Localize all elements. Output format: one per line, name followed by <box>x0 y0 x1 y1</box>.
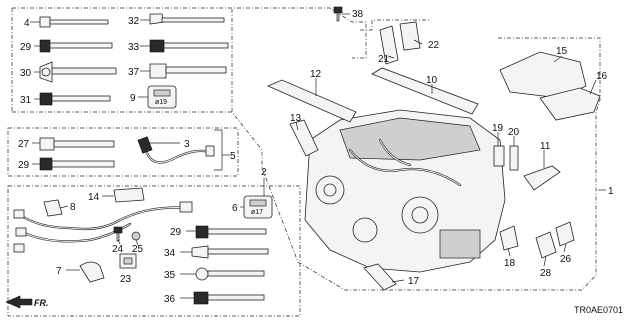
label-28: 28 <box>540 268 552 279</box>
label-29-lower: 29 <box>170 227 182 238</box>
clip-18 <box>499 225 519 251</box>
bracket-10 <box>371 67 479 115</box>
grommet-6 <box>243 195 273 219</box>
label-34: 34 <box>164 248 176 259</box>
label-10: 10 <box>426 75 438 86</box>
label-6: 6 <box>232 203 238 214</box>
holder-23 <box>119 253 137 269</box>
label-2: 2 <box>261 167 267 178</box>
label-33: 33 <box>128 42 140 53</box>
clip-29-upper <box>39 39 113 53</box>
label-13: 13 <box>290 113 302 124</box>
label-32: 32 <box>128 16 140 27</box>
label-26: 26 <box>560 254 572 265</box>
label-15: 15 <box>556 46 568 57</box>
nut-25 <box>131 231 141 241</box>
size-mark-9: ø19 <box>155 99 167 106</box>
clip-7 <box>79 261 105 283</box>
label-23: 23 <box>120 274 132 285</box>
front-direction-arrow <box>5 295 33 309</box>
bracket-12 <box>266 79 357 123</box>
clip-29-lower <box>195 225 267 239</box>
callout-labels: 4 29 30 31 32 33 37 9 ø19 27 29 3 5 2 8 … <box>18 9 623 315</box>
label-1: 1 <box>608 186 614 197</box>
bracket-14 <box>113 187 145 203</box>
label-12: 12 <box>310 69 322 80</box>
clips-19-20 <box>493 145 519 171</box>
label-24: 24 <box>112 244 124 255</box>
sub-harness-main-lower <box>13 201 193 253</box>
bracket-15 <box>499 51 587 99</box>
label-8: 8 <box>70 202 76 213</box>
label-3: 3 <box>184 139 190 150</box>
label-38: 38 <box>352 9 364 20</box>
sub-harness-3 <box>137 136 215 164</box>
clip-34 <box>191 245 269 259</box>
label-27: 27 <box>18 139 30 150</box>
label-31: 31 <box>20 95 32 106</box>
bracket-11 <box>523 165 561 191</box>
bolt-38 <box>333 6 343 22</box>
clip-28 <box>535 231 557 259</box>
label-25: 25 <box>132 244 144 255</box>
harness-21-22 <box>379 21 421 65</box>
label-5: 5 <box>230 151 236 162</box>
label-36: 36 <box>164 294 176 305</box>
label-22: 22 <box>428 40 440 51</box>
clip-4 <box>39 16 109 28</box>
label-29-upper: 29 <box>20 42 32 53</box>
clip-30 <box>39 61 117 83</box>
clip-26 <box>555 221 575 247</box>
label-18: 18 <box>504 258 516 269</box>
clip-29-middle <box>39 157 115 171</box>
leader-lines <box>30 13 606 299</box>
label-29-middle: 29 <box>18 160 30 171</box>
clip-27 <box>39 137 115 151</box>
size-mark-6: ø17 <box>251 209 263 216</box>
label-11: 11 <box>540 141 551 152</box>
label-30: 30 <box>20 68 32 79</box>
bracket-13 <box>289 119 319 157</box>
clip-31 <box>39 92 111 106</box>
label-14: 14 <box>88 192 100 203</box>
engine-assembly <box>304 109 506 273</box>
front-direction-label: FR. <box>34 298 49 308</box>
clip-32 <box>149 13 225 25</box>
group-frames <box>7 7 601 317</box>
label-20: 20 <box>508 127 520 138</box>
diagram-code: TR0AE0701 <box>574 305 623 315</box>
label-21: 21 <box>378 54 390 65</box>
label-19: 19 <box>492 123 504 134</box>
bracket-16 <box>539 87 601 121</box>
clip-36 <box>193 291 265 305</box>
label-37: 37 <box>128 67 140 78</box>
label-35: 35 <box>164 270 176 281</box>
label-7: 7 <box>56 266 62 277</box>
connector-8 <box>43 199 63 217</box>
label-17: 17 <box>408 276 420 287</box>
label-4: 4 <box>24 18 30 29</box>
label-9: 9 <box>130 93 136 104</box>
label-16: 16 <box>596 71 608 82</box>
clip-17 <box>363 263 397 291</box>
clip-35 <box>195 267 265 281</box>
clip-37 <box>149 63 227 79</box>
clip-33 <box>149 39 229 53</box>
bolt-24 <box>113 226 123 242</box>
